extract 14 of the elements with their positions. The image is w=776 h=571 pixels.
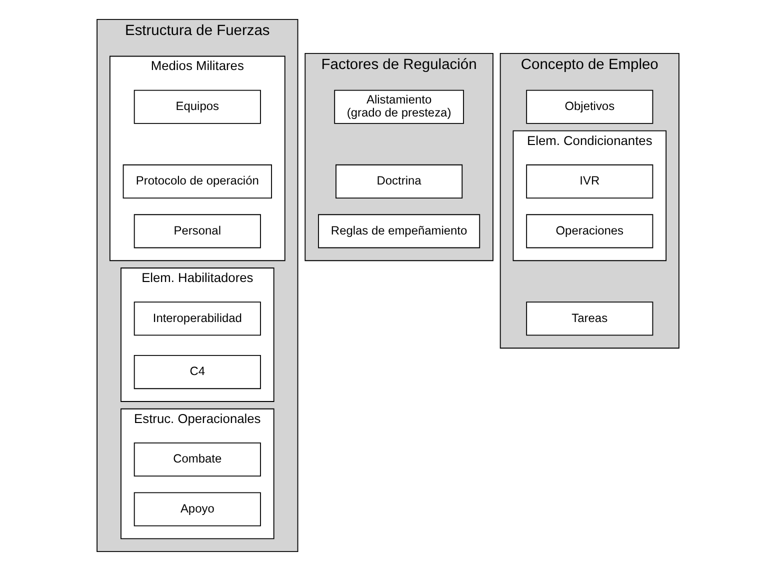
node-box: Personal [134, 214, 261, 248]
node-box: Combate [134, 442, 261, 477]
node-box: Reglas de empeñamiento [318, 214, 480, 248]
node-box: Operaciones [526, 214, 654, 248]
node-box: Objetivos [526, 90, 654, 124]
node-box: IVR [526, 164, 654, 198]
node-box: Protocolo de operación [122, 164, 272, 198]
node-box: Tareas [526, 302, 654, 336]
node-box: Apoyo [134, 492, 261, 526]
node-box: C4 [134, 355, 261, 390]
node-box: Equipos [134, 90, 261, 124]
node-box: Doctrina [336, 164, 463, 198]
node-box: Alistamiento (grado de presteza) [334, 90, 464, 124]
node-box: Interoperabilidad [134, 302, 261, 336]
